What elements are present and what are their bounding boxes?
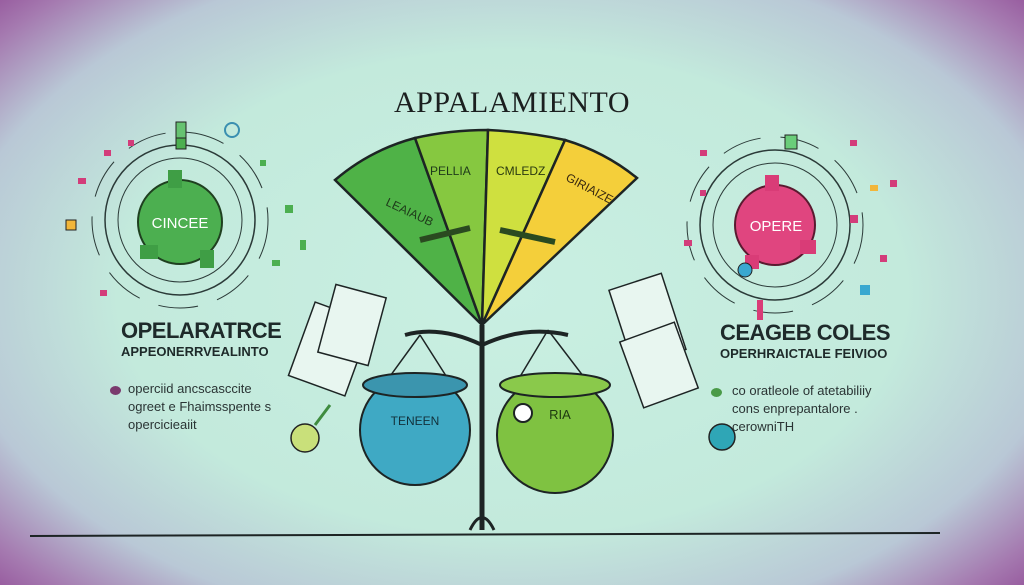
left-body: operciid ancscasccite ogreet e Fhaimsspe…	[128, 380, 271, 434]
body-line: co oratleole of atetabiliiy	[732, 383, 872, 398]
fan-label: CMLEDZ	[496, 164, 545, 178]
confetti-decoration	[65, 121, 897, 296]
body-line: opercicieaiit	[128, 417, 197, 432]
water-drop-icon	[708, 423, 736, 451]
right-subheading: OPERHRAICTALE FEIVIOO	[720, 346, 888, 361]
right-pan-label: RIA	[549, 407, 571, 422]
body-line: cons enprepantalore .	[732, 401, 858, 416]
ground-line	[29, 532, 941, 537]
body-line: cerowniTH	[732, 419, 795, 434]
left-badge: CINCEE	[152, 215, 209, 232]
right-gear-icon	[686, 136, 864, 320]
page-title: APPALAMIENTO	[393, 86, 631, 119]
fan-segment	[480, 138, 639, 326]
bullet-icon	[711, 388, 722, 397]
right-heading: CEAGEB COLES	[720, 320, 891, 345]
body-line: operciid ancscasccite	[128, 381, 252, 396]
left-pan	[359, 372, 471, 486]
fan-segment	[413, 128, 490, 326]
left-pan-label: TENEEN	[391, 414, 440, 428]
balance-scale	[379, 325, 591, 531]
leaf-icon	[290, 404, 332, 453]
right-badge: OPERE	[750, 218, 803, 235]
fan-segment	[333, 136, 484, 326]
body-line: ogreet e Fhaimsspente s	[128, 399, 272, 414]
left-heading: OPELARATRCE	[121, 318, 282, 343]
bullet-icon	[110, 386, 121, 395]
document-icon	[287, 272, 700, 409]
fan-label: PELLIA	[430, 164, 471, 178]
fan-chart	[333, 128, 639, 326]
right-body: co oratleole of atetabiliiy cons enprepa…	[732, 382, 871, 436]
left-subheading: APPEONERRVEALINTO	[121, 344, 269, 359]
right-pan	[496, 372, 614, 494]
left-gear-icon	[91, 131, 269, 309]
